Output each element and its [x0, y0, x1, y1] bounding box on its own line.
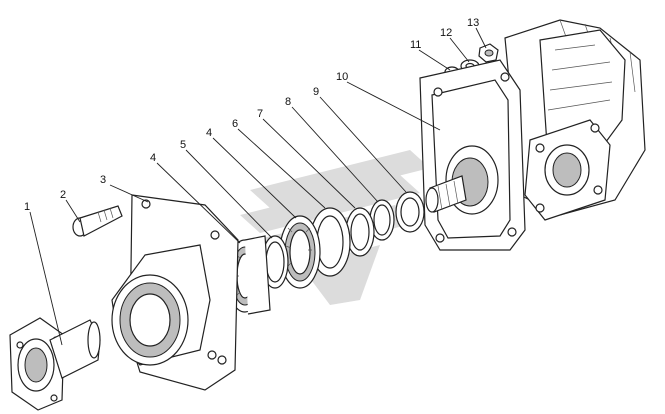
callout-9: 9 — [313, 86, 319, 98]
callout-5: 5 — [180, 139, 186, 151]
part-13-nut — [478, 43, 499, 63]
callout-11: 11 — [410, 39, 421, 51]
part-3-bearing-housing — [111, 194, 239, 391]
callout-12: 12 — [440, 27, 452, 39]
callout-labels: 1 2 3 4 5 4 6 7 8 9 10 11 12 13 — [24, 17, 479, 213]
callout-13: 13 — [467, 17, 479, 29]
callout-4-lower: 4 — [150, 152, 156, 164]
part-9-snap-ring — [395, 191, 425, 233]
part-10-pump-housing — [419, 19, 646, 251]
callout-3: 3 — [100, 174, 106, 186]
part-4-bearing-upper — [279, 215, 321, 289]
callout-1: 1 — [24, 201, 30, 213]
part-2-bolt — [72, 205, 123, 237]
part-1-cover-shaft — [9, 317, 101, 411]
callout-6: 6 — [232, 118, 238, 130]
callout-10: 10 — [336, 71, 348, 83]
part-5-ring — [261, 235, 289, 289]
callout-8: 8 — [285, 96, 291, 108]
callout-2: 2 — [60, 189, 66, 201]
callout-7: 7 — [257, 108, 263, 120]
callout-4-upper: 4 — [206, 127, 212, 139]
leader-lines — [29, 27, 487, 346]
part-7-spacer-ring — [345, 207, 375, 257]
